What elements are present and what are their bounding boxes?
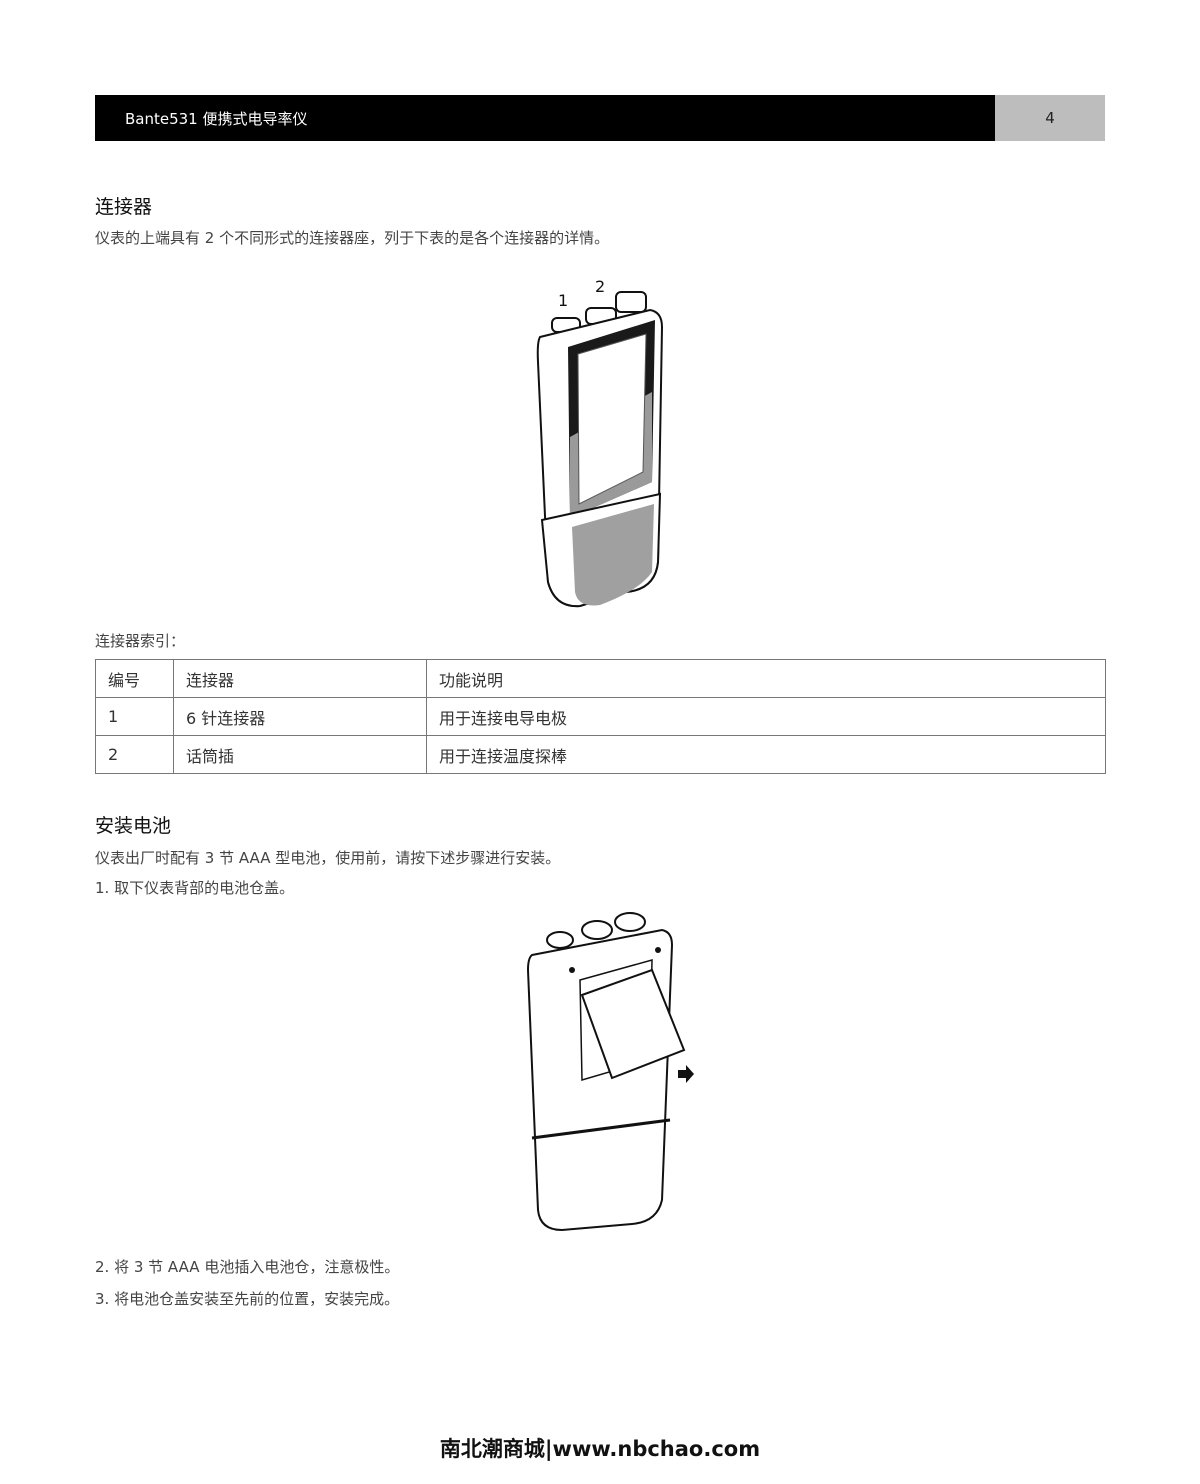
step-1: 1. 取下仪表背部的电池仓盖。 bbox=[95, 879, 295, 897]
step-2: 2. 将 3 节 AAA 电池插入电池仓，注意极性。 bbox=[95, 1258, 400, 1276]
battery-intro: 仪表出厂时配有 3 节 AAA 型电池，使用前，请按下述步骤进行安装。 bbox=[95, 849, 561, 867]
table-cell: 用于连接电导电极 bbox=[426, 697, 1106, 736]
connector-table: 编号 连接器 功能说明 1 6 针连接器 用于连接电导电极 2 话筒插 用于连接… bbox=[95, 659, 1106, 774]
table-cell: 6 针连接器 bbox=[173, 697, 427, 736]
table-row: 1 6 针连接器 用于连接电导电极 bbox=[95, 697, 1106, 736]
header-cell: 连接器 bbox=[173, 659, 427, 698]
table-row: 2 话筒插 用于连接温度探棒 bbox=[95, 735, 1106, 774]
connectors-intro: 仪表的上端具有 2 个不同形式的连接器座，列于下表的是各个连接器的详情。 bbox=[95, 229, 610, 247]
section-heading-battery: 安装电池 bbox=[95, 815, 172, 837]
footer-watermark: 南北潮商城|www.nbchao.com bbox=[439, 1437, 761, 1461]
table-cell: 1 bbox=[95, 697, 174, 736]
table-cell: 用于连接温度探棒 bbox=[426, 735, 1106, 774]
figure-label-2: 2 bbox=[595, 277, 605, 296]
figure-label-1: 1 bbox=[558, 291, 568, 310]
table-cell: 话筒插 bbox=[173, 735, 427, 774]
header-title: Bante531 便携式电导率仪 bbox=[125, 110, 308, 128]
table-caption: 连接器索引： bbox=[95, 632, 186, 650]
header-cell: 功能说明 bbox=[426, 659, 1106, 698]
step-3: 3. 将电池仓盖安装至先前的位置，安装完成。 bbox=[95, 1290, 400, 1308]
header-cell: 编号 bbox=[95, 659, 174, 698]
meter-front-illustration: 1 2 bbox=[536, 277, 664, 608]
page-number: 4 bbox=[995, 95, 1105, 141]
meter-back-battery-illustration bbox=[526, 912, 694, 1232]
arrow-right-icon bbox=[678, 1065, 694, 1083]
section-heading-connectors: 连接器 bbox=[95, 196, 153, 218]
header-bar bbox=[95, 95, 995, 141]
table-cell: 2 bbox=[95, 735, 174, 774]
table-header-row: 编号 连接器 功能说明 bbox=[95, 659, 1106, 698]
